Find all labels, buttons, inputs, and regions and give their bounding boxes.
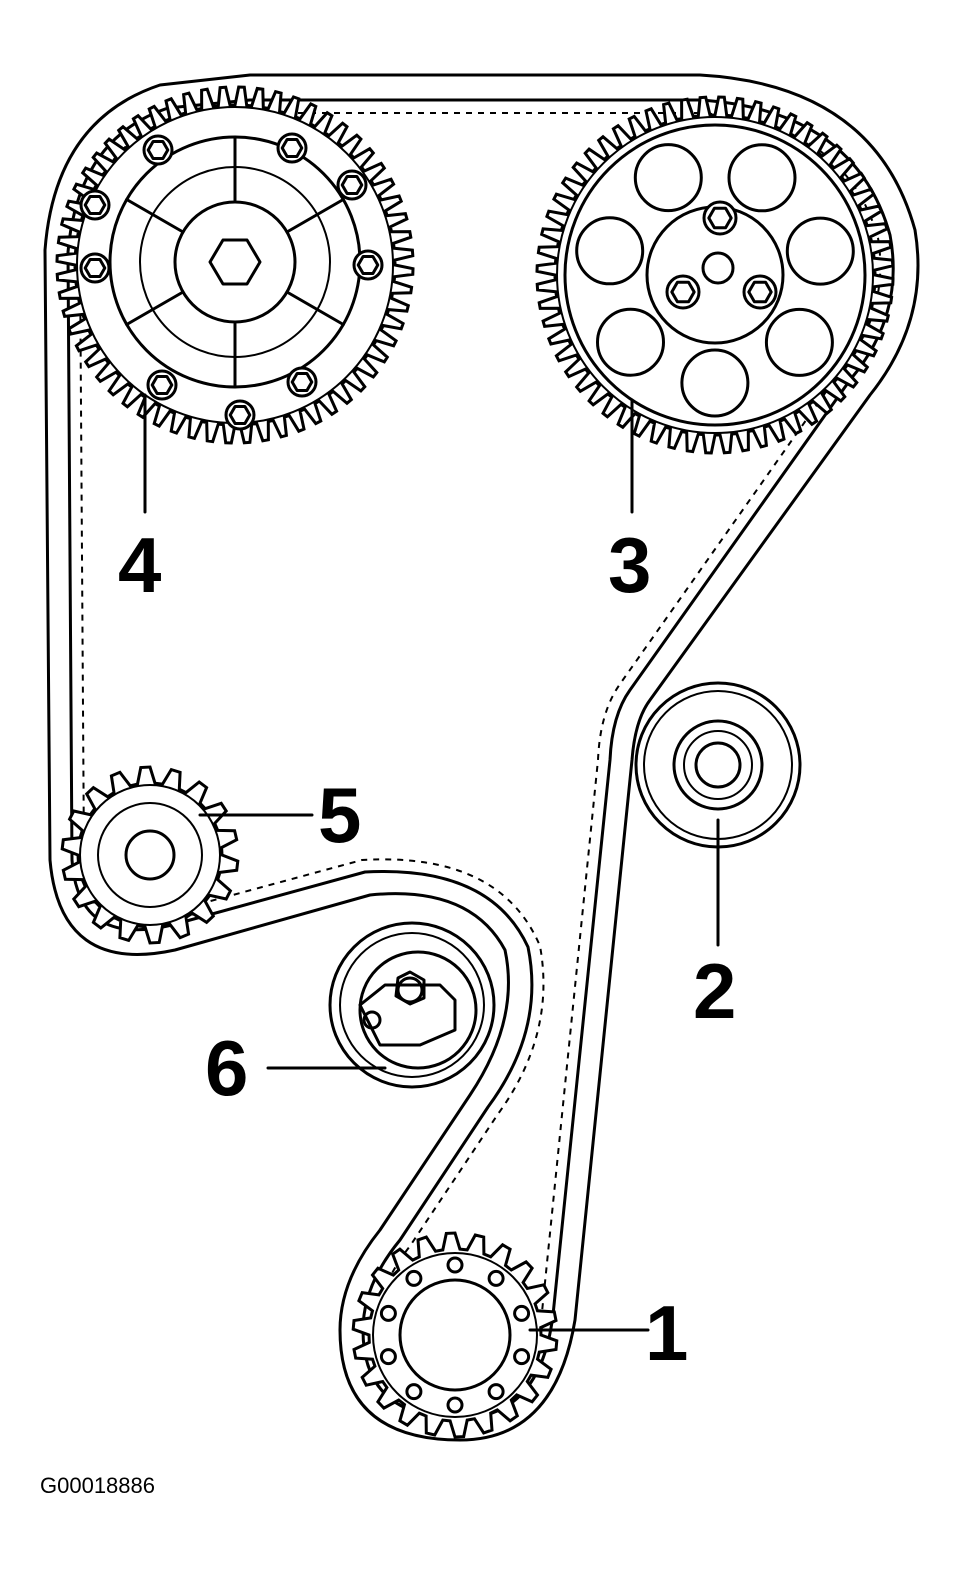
bolt-icon: [79, 252, 111, 284]
crankshaft-sprocket: [351, 1231, 559, 1439]
hex-bolt-icon: [208, 238, 262, 286]
bolt-icon: [665, 274, 701, 310]
bolt-icon: [742, 274, 778, 310]
callout-4: 4: [118, 521, 161, 609]
bolt-icon: [146, 369, 178, 401]
callout-1: 1: [645, 1289, 688, 1377]
callout-6: 6: [205, 1024, 248, 1112]
small-sprocket: [60, 765, 240, 945]
bolt-icon: [702, 200, 738, 236]
camshaft-sprocket-right: [535, 95, 895, 455]
callout-3: 3: [608, 521, 651, 609]
idler-pulley: [634, 681, 802, 849]
bolt-icon: [142, 134, 174, 166]
belt-outer-edge: [43, 73, 920, 1442]
bolt-icon: [276, 132, 308, 164]
bolt-icon: [79, 189, 111, 221]
camshaft-sprocket-left: [55, 85, 415, 445]
figure-id: G00018886: [40, 1473, 155, 1498]
callout-5: 5: [318, 771, 361, 859]
bolt-icon: [352, 249, 384, 281]
callout-labels: 4 3 5 2 6 1: [118, 521, 736, 1377]
leader-lines: [143, 393, 720, 1332]
belt-tensioner: [328, 921, 496, 1089]
bolt-icon: [336, 169, 368, 201]
bolt-icon: [224, 399, 256, 431]
bolt-icon: [286, 366, 318, 398]
callout-2: 2: [693, 947, 736, 1035]
